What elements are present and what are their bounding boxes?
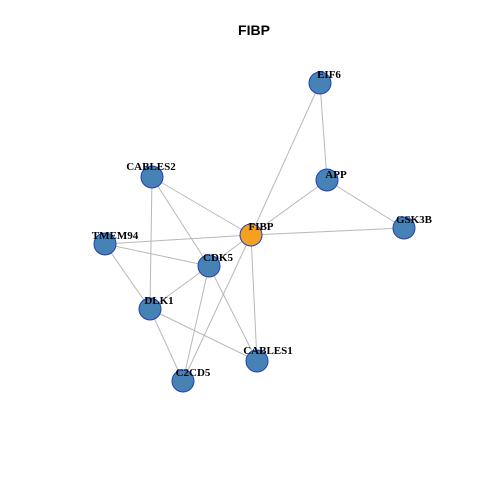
node-app: APP	[315, 168, 347, 192]
edge-cdk5-cables1	[208, 265, 258, 362]
edge-tmem94-cdk5	[104, 243, 210, 267]
edge-app-gsk3b	[326, 179, 405, 229]
edge-fibp-c2cd5	[182, 234, 252, 382]
edge-tmem94-dlk1	[104, 243, 151, 310]
node-label: CABLES1	[243, 345, 293, 357]
node-circle	[171, 369, 195, 393]
node-label: CABLES2	[126, 161, 176, 173]
node-dlk1: DLK1	[138, 295, 174, 321]
node-label: TMEM94	[92, 230, 139, 242]
node-circle	[140, 165, 164, 189]
node-label: FIBP	[248, 221, 273, 233]
edge-cdk5-c2cd5	[182, 265, 210, 382]
node-circle	[138, 297, 162, 321]
node-label: EIF6	[317, 69, 341, 81]
node-circle	[197, 254, 221, 278]
node-cables1: CABLES1	[243, 345, 293, 373]
edge-eif6-fibp	[250, 82, 321, 236]
edge-cables2-dlk1	[149, 176, 153, 310]
edge-eif6-app	[319, 82, 328, 181]
node-cdk5: CDK5	[197, 252, 233, 278]
node-label: DLK1	[144, 295, 173, 307]
edge-fibp-gsk3b	[250, 227, 405, 236]
node-circle	[308, 71, 332, 95]
node-c2cd5: C2CD5	[171, 367, 211, 393]
node-circle	[315, 168, 339, 192]
node-label: APP	[325, 169, 347, 181]
edge-app-fibp	[250, 179, 328, 236]
node-circle	[245, 349, 269, 373]
edge-cables2-fibp	[151, 176, 252, 236]
node-cables2: CABLES2	[126, 161, 176, 189]
node-circle	[392, 216, 416, 240]
node-eif6: EIF6	[308, 69, 341, 95]
node-gsk3b: GSK3B	[392, 214, 433, 240]
node-label: CDK5	[203, 252, 233, 264]
node-fibp: FIBP	[239, 221, 274, 247]
node-label: GSK3B	[396, 214, 433, 226]
edge-cdk5-dlk1	[149, 265, 210, 310]
edge-layer	[104, 82, 405, 382]
node-circle	[239, 223, 263, 247]
edge-dlk1-c2cd5	[149, 308, 184, 382]
node-circle	[93, 232, 117, 256]
node-tmem94: TMEM94	[92, 230, 139, 256]
graph-title: FIBP	[238, 22, 270, 38]
edge-fibp-tmem94	[104, 234, 252, 245]
node-label: C2CD5	[176, 367, 211, 379]
edge-cables2-cdk5	[151, 176, 210, 267]
edge-dlk1-cables1	[149, 308, 258, 362]
edge-fibp-cables1	[250, 234, 258, 362]
